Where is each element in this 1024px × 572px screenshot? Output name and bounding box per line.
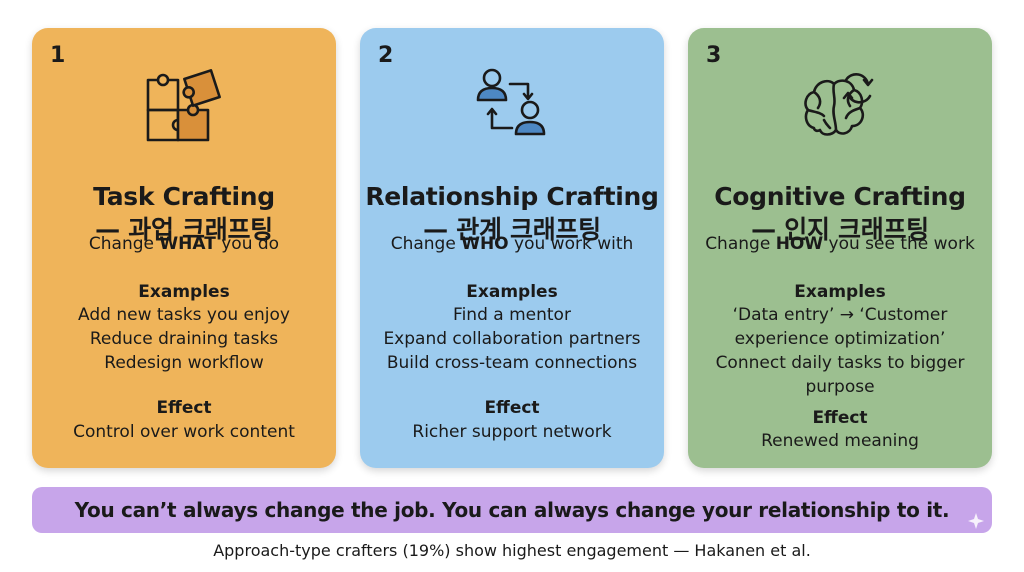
card-number: 2: [378, 43, 394, 68]
card-cognitive-crafting: 3 Cognitive Crafting — 인지 크래프팅 Change HO…: [688, 28, 992, 468]
list-item: Find a mentor: [453, 305, 571, 325]
card-tagline: Change WHAT you do: [88, 234, 280, 254]
card-title: Task Crafting — 과업 크래프팅: [93, 182, 275, 244]
card-relationship-crafting: 2 Relationship Crafting — 관계 크래프팅 Change…: [360, 28, 664, 468]
examples-heading: Examples: [138, 282, 230, 302]
list-item: Add new tasks you enjoy: [78, 305, 290, 325]
brain-refresh-icon: [804, 73, 874, 136]
card-number: 1: [50, 43, 66, 68]
card-task-crafting: 1 Task Crafting — 과업 크래프팅 Change WHAT yo…: [32, 28, 336, 468]
list-item: Build cross-team connections: [386, 353, 638, 373]
effect-text: Control over work content: [73, 422, 295, 442]
effect-heading: Effect: [156, 398, 212, 418]
list-item: Expand collaboration partners: [383, 329, 641, 349]
card-number: 3: [706, 43, 722, 68]
card-tagline: Change WHO you work with: [390, 234, 634, 254]
list-item: ‘Data entry’ → ‘Customer experience opti…: [732, 305, 948, 349]
examples-heading: Examples: [466, 282, 558, 302]
list-item: Reduce draining tasks: [89, 329, 279, 349]
puzzle-icon: [146, 69, 221, 142]
examples-list: ‘Data entry’ → ‘Customer experience opti…: [688, 303, 992, 399]
effect-text: Richer support network: [412, 422, 612, 442]
effect-heading: Effect: [484, 398, 540, 418]
card-title: Cognitive Crafting — 인지 크래프팅: [714, 182, 966, 244]
people-connection-icon: [476, 68, 546, 136]
examples-heading: Examples: [794, 282, 886, 302]
card-title: Relationship Crafting — 관계 크래프팅: [365, 182, 659, 244]
effect-text: Renewed meaning: [761, 431, 919, 451]
card-tagline: Change HOW you see the work: [705, 234, 975, 254]
banner-text: You can’t always change the job. You can…: [74, 498, 950, 522]
quote-banner: You can’t always change the job. You can…: [32, 487, 992, 533]
sparkle-icon: [968, 513, 984, 529]
list-item: Redesign workflow: [104, 353, 264, 373]
footnote: Approach-type crafters (19%) show highes…: [213, 541, 811, 560]
examples-list: Find a mentor Expand collaboration partn…: [360, 303, 664, 375]
examples-list: Add new tasks you enjoy Reduce draining …: [32, 303, 336, 375]
list-item: Connect daily tasks to bigger purpose: [715, 353, 965, 397]
effect-heading: Effect: [812, 408, 868, 428]
